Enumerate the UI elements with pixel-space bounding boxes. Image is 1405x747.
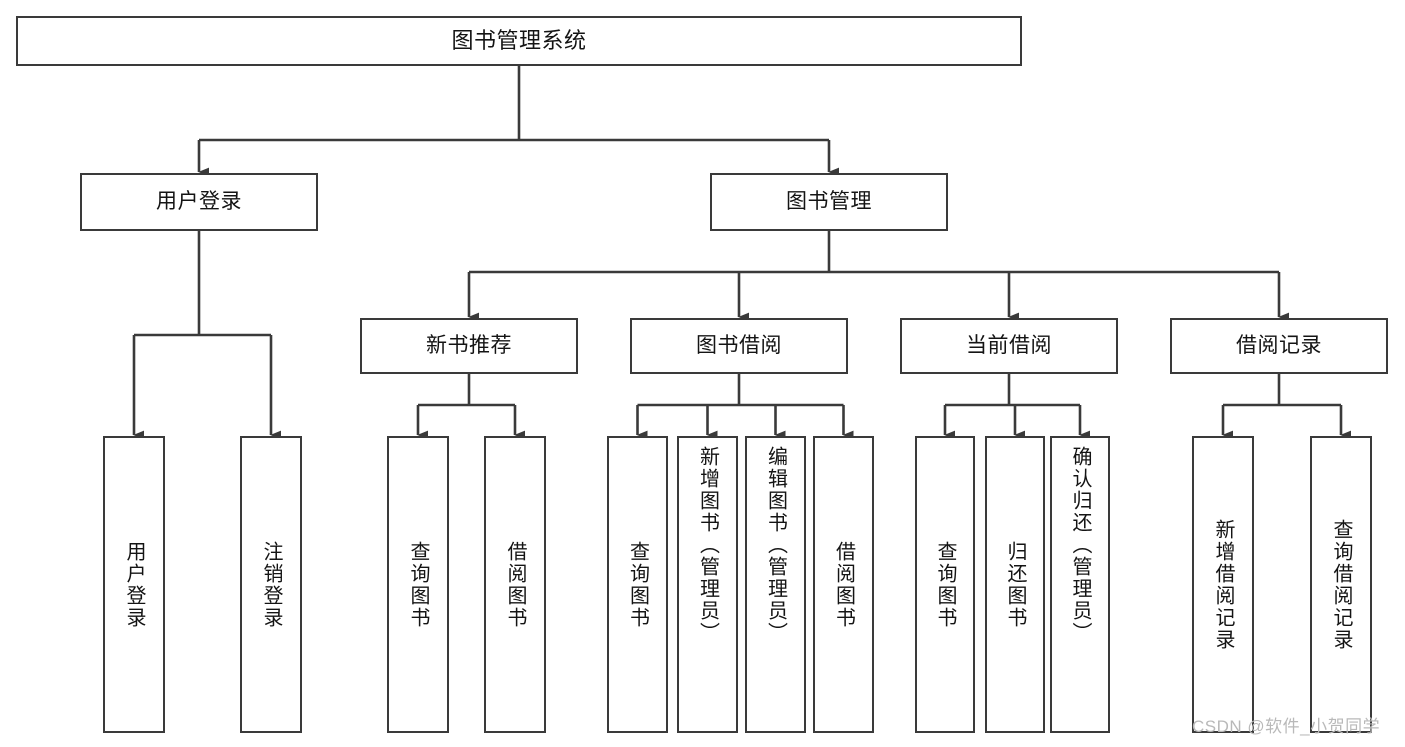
node-book-borrow[interactable]: 图书借阅	[630, 318, 848, 374]
node-leaf-edit-book-label: 编辑图书（管理员）	[764, 446, 787, 644]
node-leaf-add-book[interactable]: 新增图书（管理员）	[677, 436, 738, 733]
node-leaf-logout-login[interactable]: 注销登录	[240, 436, 302, 733]
node-leaf-query-book-1[interactable]: 查询图书	[387, 436, 449, 733]
node-user-login-label: 用户登录	[156, 189, 242, 213]
node-book-borrow-label: 图书借阅	[696, 333, 782, 357]
node-leaf-query-book-2[interactable]: 查询图书	[607, 436, 668, 733]
watermark: CSDN @软件_小贺同学	[1192, 717, 1381, 736]
node-leaf-return-book-label: 归还图书	[1004, 540, 1026, 629]
node-leaf-return-book[interactable]: 归还图书	[985, 436, 1045, 733]
node-book-manage-label: 图书管理	[786, 189, 872, 213]
node-root[interactable]: 图书管理系统	[16, 16, 1022, 66]
node-current-borrow-label: 当前借阅	[966, 333, 1052, 357]
node-leaf-borrow-book-1[interactable]: 借阅图书	[484, 436, 546, 733]
node-borrow-record-label: 借阅记录	[1236, 333, 1322, 357]
node-leaf-confirm-return-label: 确认归还（管理员）	[1069, 446, 1091, 644]
node-leaf-logout-login-label: 注销登录	[260, 540, 282, 629]
node-book-manage[interactable]: 图书管理	[710, 173, 948, 231]
node-leaf-query-record[interactable]: 查询借阅记录	[1310, 436, 1372, 733]
node-root-label: 图书管理系统	[451, 28, 587, 54]
node-borrow-record[interactable]: 借阅记录	[1170, 318, 1388, 374]
node-leaf-query-book-1-label: 查询图书	[407, 540, 429, 629]
node-leaf-user-login[interactable]: 用户登录	[103, 436, 165, 733]
node-leaf-add-record[interactable]: 新增借阅记录	[1192, 436, 1254, 733]
node-new-book-recommend[interactable]: 新书推荐	[360, 318, 578, 374]
node-leaf-borrow-book-2-label: 借阅图书	[832, 540, 855, 629]
node-leaf-user-login-label: 用户登录	[123, 540, 145, 629]
node-leaf-query-book-3[interactable]: 查询图书	[915, 436, 975, 733]
node-leaf-query-book-2-label: 查询图书	[626, 540, 649, 629]
node-leaf-query-record-label: 查询借阅记录	[1330, 518, 1352, 651]
node-leaf-borrow-book-2[interactable]: 借阅图书	[813, 436, 874, 733]
node-leaf-add-record-label: 新增借阅记录	[1212, 518, 1234, 651]
node-leaf-query-book-3-label: 查询图书	[934, 540, 956, 629]
node-user-login[interactable]: 用户登录	[80, 173, 318, 231]
node-current-borrow[interactable]: 当前借阅	[900, 318, 1118, 374]
node-new-book-recommend-label: 新书推荐	[426, 333, 512, 357]
node-leaf-add-book-label: 新增图书（管理员）	[696, 446, 719, 644]
node-leaf-confirm-return[interactable]: 确认归还（管理员）	[1050, 436, 1110, 733]
node-leaf-borrow-book-1-label: 借阅图书	[504, 540, 526, 629]
node-leaf-edit-book[interactable]: 编辑图书（管理员）	[745, 436, 806, 733]
